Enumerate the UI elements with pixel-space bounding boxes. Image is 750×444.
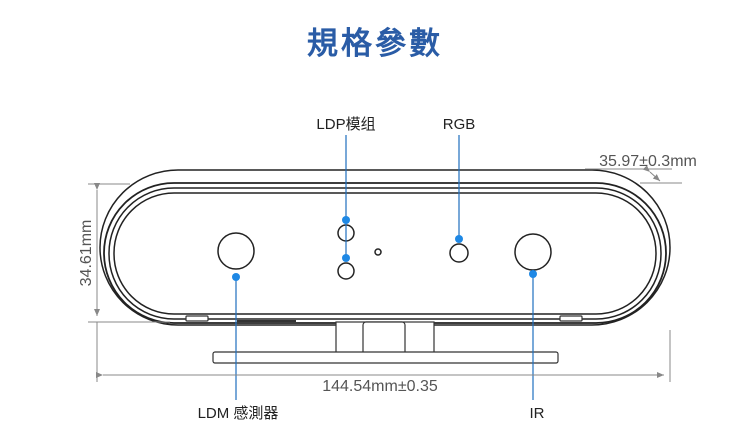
dimension-lines [88, 165, 682, 382]
page-title: 規格參數 [307, 26, 443, 62]
label-ir: IR [530, 405, 545, 422]
callout-dots [232, 216, 537, 281]
camera-stand [185, 315, 583, 364]
dimension-depth: 35.97±0.3mm [599, 153, 697, 170]
ldp-module-bottom [337, 262, 355, 280]
rgb-camera [449, 243, 469, 263]
sensors [217, 224, 552, 280]
dimension-height: 34.61mm [78, 220, 95, 287]
ir-sensor [514, 233, 552, 271]
label-ldp-module: LDP模组 [316, 116, 375, 133]
dimension-width: 144.54mm±0.35 [322, 378, 438, 395]
camera-body [99, 169, 671, 326]
callout-lines [235, 135, 534, 400]
ldm-sensor [217, 232, 255, 270]
indicator-light [374, 248, 382, 256]
label-ldm-sensor: LDM 感測器 [198, 405, 279, 422]
label-rgb: RGB [443, 116, 476, 133]
